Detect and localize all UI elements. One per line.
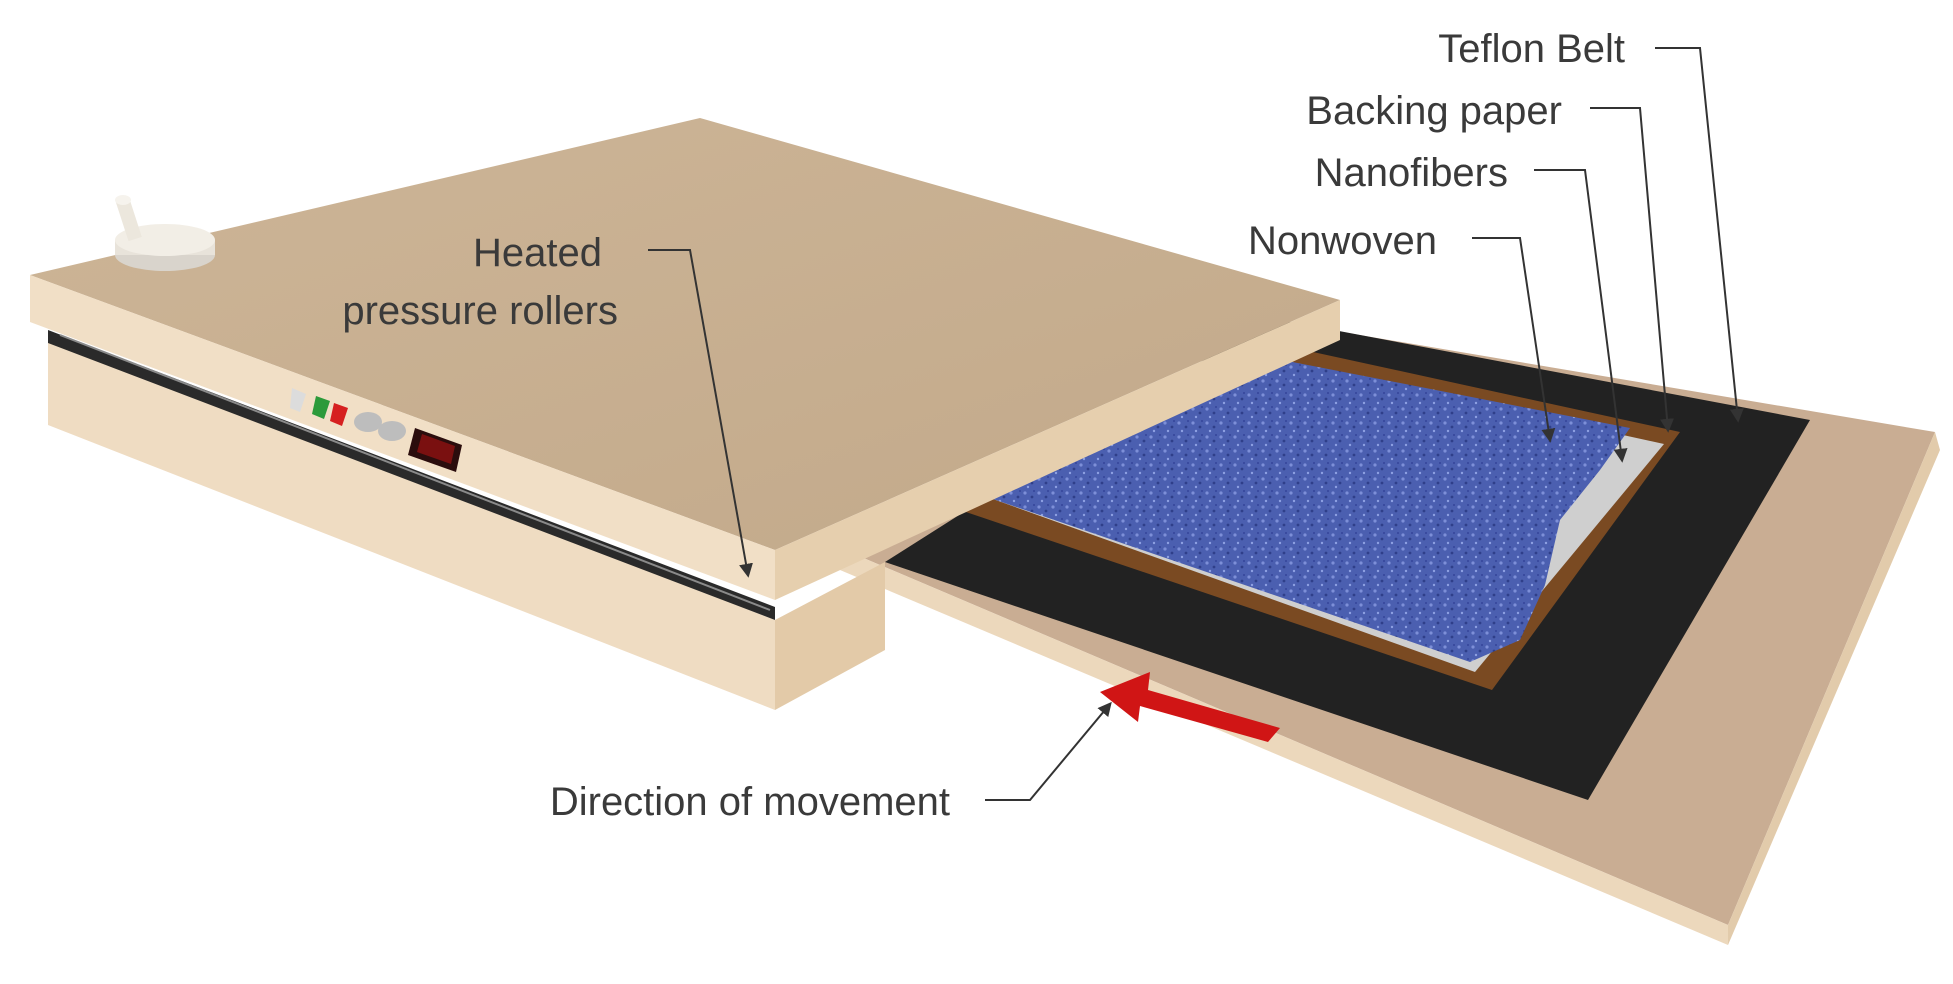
tray-side-edge — [1728, 432, 1940, 945]
leader-teflon-belt — [1655, 47, 1744, 423]
tray-front-edge — [840, 548, 1728, 945]
nanofibers-layer — [990, 356, 1630, 662]
label-heated-line2: pressure rollers — [342, 289, 618, 333]
label-nonwoven: Nonwoven — [1248, 219, 1437, 263]
laminator-body — [30, 118, 1340, 710]
leader-heated-rollers — [648, 249, 753, 578]
label-heated-line1: Heated — [473, 231, 602, 275]
direction-arrow-icon — [1100, 672, 1280, 742]
label-teflon-belt: Teflon Belt — [1438, 27, 1625, 71]
leader-backing-paper — [1590, 107, 1675, 433]
lower-slab-side — [775, 562, 885, 710]
lid-top — [30, 118, 1340, 550]
lid-side — [775, 300, 1340, 600]
leader-nonwoven — [1472, 237, 1556, 443]
lower-slab-front — [48, 338, 775, 710]
leader-direction — [985, 701, 1112, 801]
leader-nanofibers — [1534, 169, 1628, 463]
leader-lines — [648, 47, 1744, 801]
label-direction-of-movement: Direction of movement — [550, 780, 950, 824]
digital-display-icon — [408, 428, 462, 472]
label-backing-paper: Backing paper — [1306, 89, 1562, 133]
indicator-lights — [290, 388, 406, 441]
label-nanofibers: Nanofibers — [1315, 151, 1508, 195]
roller-slot — [48, 330, 775, 620]
rotary-knob-icon — [115, 195, 215, 271]
